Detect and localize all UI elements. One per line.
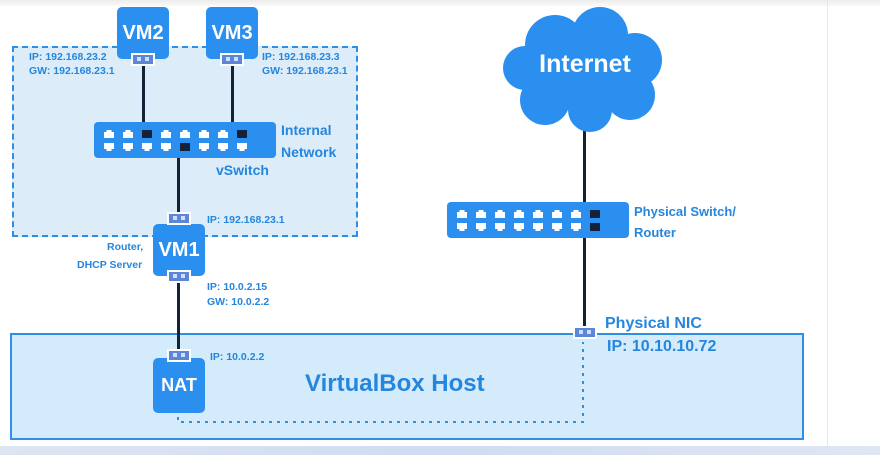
nat-ip: IP: 10.0.2.2 (210, 351, 265, 363)
switch-port (218, 143, 228, 151)
switch-port (552, 210, 562, 218)
vm1-role-1: Router, (107, 241, 144, 253)
vm1-internal-ip: IP: 192.168.23.1 (207, 214, 285, 226)
switch-port (514, 210, 524, 218)
wire-internet-switch (583, 128, 586, 210)
nat-name: NAT (161, 375, 197, 395)
vm3-node[interactable]: VM3 (206, 7, 258, 59)
physical-nic-label: Physical NIC (605, 315, 702, 332)
switch-port (533, 210, 543, 218)
physical-switch (447, 202, 629, 238)
bottom-bar (0, 446, 880, 455)
switch-port-connected (180, 143, 190, 151)
switch-port (161, 130, 171, 138)
switch-port (495, 223, 505, 231)
vm1-external-ip: IP: 10.0.2.15 (207, 281, 268, 293)
wire-vm3-vswitch (231, 66, 234, 130)
vm3-nic-icon (220, 53, 244, 66)
switch-port (495, 210, 505, 218)
vm2-node[interactable]: VM2 (117, 7, 169, 59)
nat-nic-icon (167, 349, 191, 362)
vswitch-label: vSwitch (216, 162, 269, 178)
switch-port (123, 130, 133, 138)
virtualbox-host-label: VirtualBox Host (305, 370, 485, 397)
vm2-ip: IP: 192.168.23.2 (29, 51, 107, 63)
pane-divider (827, 0, 828, 446)
switch-port (104, 130, 114, 138)
vm1-internal-nic-icon (167, 212, 191, 225)
vm1-role-2: DHCP Server (77, 259, 143, 271)
wire-vm1-nat (177, 283, 180, 351)
internal-network-label-1: Internal (281, 122, 332, 138)
switch-port (457, 223, 467, 231)
switch-port (533, 223, 543, 231)
wire-vswitch-vm1 (177, 145, 180, 215)
vm1-external-gw: GW: 10.0.2.2 (207, 296, 270, 308)
wire-switch-nic (583, 225, 586, 327)
switch-port (552, 223, 562, 231)
vm2-nic-icon (131, 53, 155, 66)
switch-port (123, 143, 133, 151)
top-bar (0, 0, 880, 6)
physical-switch-label-2: Router (634, 225, 676, 240)
internal-network-label-2: Network (281, 144, 337, 160)
switch-port-connected (237, 130, 247, 138)
switch-port (571, 210, 581, 218)
physical-switch-label-1: Physical Switch/ (634, 204, 736, 219)
vm1-external-nic-icon (167, 270, 191, 283)
vm2-gw: GW: 192.168.23.1 (29, 65, 115, 77)
switch-port (476, 223, 486, 231)
switch-port (104, 143, 114, 151)
switch-port (161, 143, 171, 151)
switch-port (199, 143, 209, 151)
switch-port (457, 210, 467, 218)
physical-nic-ip: IP: 10.10.10.72 (607, 338, 717, 355)
vm1-name: VM1 (158, 238, 200, 261)
switch-port (476, 210, 486, 218)
vm3-name: VM3 (211, 21, 253, 44)
switch-port-connected (590, 210, 600, 218)
vm3-gw: GW: 192.168.23.1 (262, 65, 348, 77)
vswitch (94, 122, 276, 158)
internet-label: Internet (539, 50, 631, 78)
physical-nic-icon (573, 326, 597, 339)
switch-port (199, 130, 209, 138)
switch-port (514, 223, 524, 231)
switch-port-connected (142, 130, 152, 138)
switch-port (218, 130, 228, 138)
vm2-name: VM2 (122, 21, 164, 44)
switch-port (180, 130, 190, 138)
switch-port (571, 223, 581, 231)
vm3-ip: IP: 192.168.23.3 (262, 51, 340, 63)
switch-port-connected (590, 223, 600, 231)
switch-port (237, 143, 247, 151)
vm1-node[interactable]: VM1 (153, 224, 205, 276)
wire-vm2-vswitch (142, 66, 145, 130)
nat-node[interactable]: NAT (153, 358, 205, 413)
switch-port (142, 143, 152, 151)
